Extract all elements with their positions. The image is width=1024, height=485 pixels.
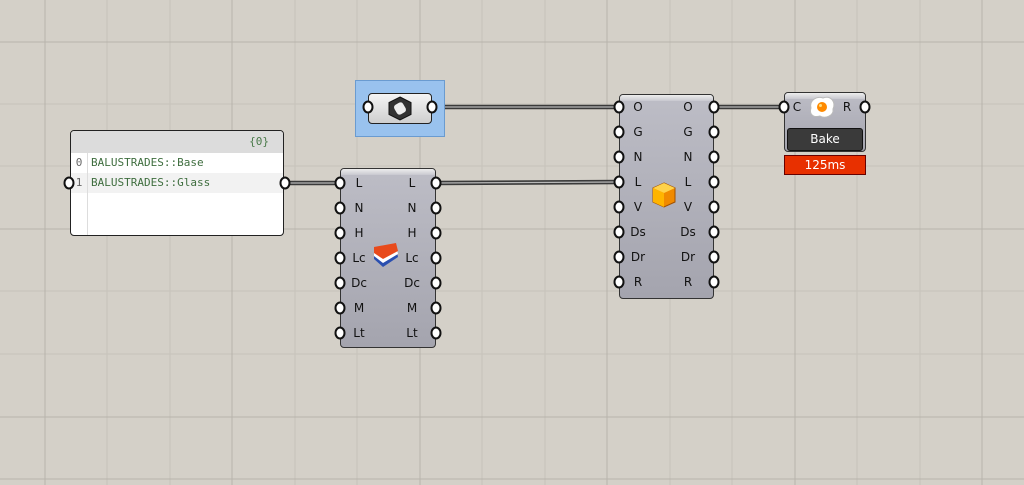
text-panel[interactable]: {0} 0 BALUSTRADES::Base 1 BALUSTRADES::Gla… xyxy=(70,130,284,236)
output-label: R xyxy=(683,275,693,289)
input-label: H xyxy=(354,226,364,240)
input-label: Dr xyxy=(630,250,646,264)
input-label: Ds xyxy=(630,225,646,239)
output-port[interactable] xyxy=(430,226,442,240)
bake-output-label: R xyxy=(842,100,852,114)
input-port[interactable] xyxy=(613,275,625,289)
output-label: L xyxy=(408,176,416,190)
input-port[interactable] xyxy=(613,200,625,214)
input-label: L xyxy=(355,176,363,190)
output-label: L xyxy=(684,175,692,189)
input-port[interactable] xyxy=(613,100,625,114)
input-label: Dc xyxy=(351,276,367,290)
input-port[interactable] xyxy=(334,276,346,290)
geometry-param[interactable] xyxy=(368,93,432,124)
output-label: H xyxy=(407,226,417,240)
output-port[interactable] xyxy=(708,225,720,239)
timer-badge: 125ms xyxy=(784,155,866,175)
output-label: N xyxy=(407,201,417,215)
output-label: Lc xyxy=(405,251,419,265)
item-value: BALUSTRADES::Glass xyxy=(91,176,211,189)
param-output-port[interactable] xyxy=(426,100,438,114)
input-port[interactable] xyxy=(613,150,625,164)
panel-gutter xyxy=(87,153,88,235)
output-label: N xyxy=(683,150,693,164)
panel-path-header: {0} xyxy=(71,131,283,153)
cube-icon xyxy=(652,182,676,208)
input-port[interactable] xyxy=(334,326,346,340)
input-label: L xyxy=(634,175,642,189)
output-label: G xyxy=(683,125,693,139)
input-port[interactable] xyxy=(613,225,625,239)
output-label: Dc xyxy=(404,276,420,290)
input-port[interactable] xyxy=(613,250,625,264)
output-label: O xyxy=(683,100,693,114)
input-port[interactable] xyxy=(334,226,346,240)
fried-egg-icon xyxy=(810,96,835,118)
output-port[interactable] xyxy=(430,301,442,315)
output-label: Lt xyxy=(406,326,418,340)
output-port[interactable] xyxy=(708,125,720,139)
bake-output-port[interactable] xyxy=(859,100,871,114)
hexagon-geometry-icon xyxy=(388,96,412,121)
input-label: N xyxy=(354,201,364,215)
output-port[interactable] xyxy=(708,250,720,264)
input-label: Lc xyxy=(352,251,366,265)
input-port[interactable] xyxy=(613,175,625,189)
output-port[interactable] xyxy=(430,276,442,290)
output-port[interactable] xyxy=(430,176,442,190)
panel-input-port[interactable] xyxy=(63,176,75,190)
output-label: M xyxy=(406,301,418,315)
output-port[interactable] xyxy=(708,100,720,114)
item-value: BALUSTRADES::Base xyxy=(91,156,204,169)
input-port[interactable] xyxy=(334,176,346,190)
attributes-component[interactable] xyxy=(619,94,714,299)
output-port[interactable] xyxy=(430,201,442,215)
input-label: R xyxy=(633,275,643,289)
input-label: Lt xyxy=(353,326,365,340)
input-label: M xyxy=(353,301,365,315)
bake-input-port[interactable] xyxy=(778,100,790,114)
panel-output-port[interactable] xyxy=(279,176,291,190)
bake-button[interactable]: Bake xyxy=(787,128,863,151)
output-port[interactable] xyxy=(708,150,720,164)
input-label: O xyxy=(633,100,643,114)
output-port[interactable] xyxy=(430,326,442,340)
input-label: V xyxy=(633,200,643,214)
output-label: V xyxy=(683,200,693,214)
item-index: 1 xyxy=(75,176,83,189)
input-label: N xyxy=(633,150,643,164)
output-port[interactable] xyxy=(708,175,720,189)
input-port[interactable] xyxy=(334,201,346,215)
output-label: Dr xyxy=(680,250,696,264)
param-input-port[interactable] xyxy=(362,100,374,114)
layer-cake-icon xyxy=(374,243,398,267)
panel-item[interactable]: 0 BALUSTRADES::Base xyxy=(71,153,283,173)
output-port[interactable] xyxy=(708,275,720,289)
bake-input-label: C xyxy=(792,100,802,114)
wires xyxy=(286,104,784,186)
layer-component[interactable] xyxy=(340,168,436,348)
input-port[interactable] xyxy=(334,251,346,265)
input-port[interactable] xyxy=(334,301,346,315)
input-label: G xyxy=(633,125,643,139)
output-port[interactable] xyxy=(708,200,720,214)
output-label: Ds xyxy=(680,225,696,239)
panel-item[interactable]: 1 BALUSTRADES::Glass xyxy=(71,173,283,193)
output-port[interactable] xyxy=(430,251,442,265)
input-port[interactable] xyxy=(613,125,625,139)
item-index: 0 xyxy=(75,156,83,169)
